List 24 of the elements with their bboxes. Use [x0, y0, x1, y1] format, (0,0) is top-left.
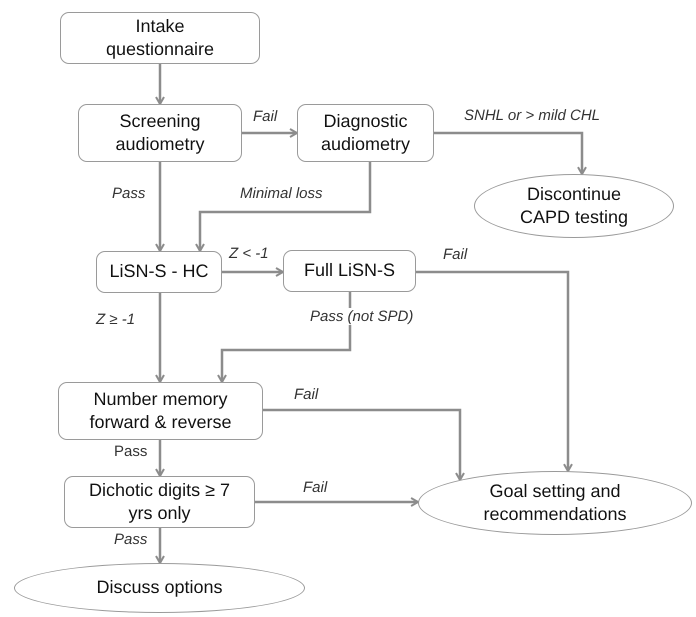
arrow [217, 292, 352, 383]
arrow [263, 408, 465, 481]
process-box: Diagnostic audiometry [297, 104, 434, 162]
arrow [242, 128, 298, 138]
arrow [255, 497, 420, 507]
arrow [155, 440, 165, 477]
terminal-ellipse: Discontinue CAPD testing [474, 174, 674, 238]
process-box: Dichotic digits ≥ 7 yrs only [64, 476, 255, 528]
arrow [155, 162, 165, 252]
process-box: Full LiSN-S [283, 250, 416, 292]
arrow [155, 293, 165, 383]
terminal-ellipse: Discuss options [14, 563, 305, 613]
process-box: LiSN-S - HC [96, 251, 222, 293]
arrow [155, 64, 165, 105]
arrow [434, 132, 587, 176]
process-box: Screening audiometry [78, 104, 242, 162]
terminal-ellipse: Goal setting and recommendations [418, 471, 692, 535]
process-box: Intake questionnaire [60, 12, 260, 64]
edge-label: Pass (not SPD) [308, 308, 416, 325]
arrow [222, 267, 284, 277]
process-box: Number memory forward & reverse [58, 382, 263, 440]
arrow [195, 162, 372, 252]
arrow [416, 270, 573, 472]
arrow [155, 528, 165, 564]
